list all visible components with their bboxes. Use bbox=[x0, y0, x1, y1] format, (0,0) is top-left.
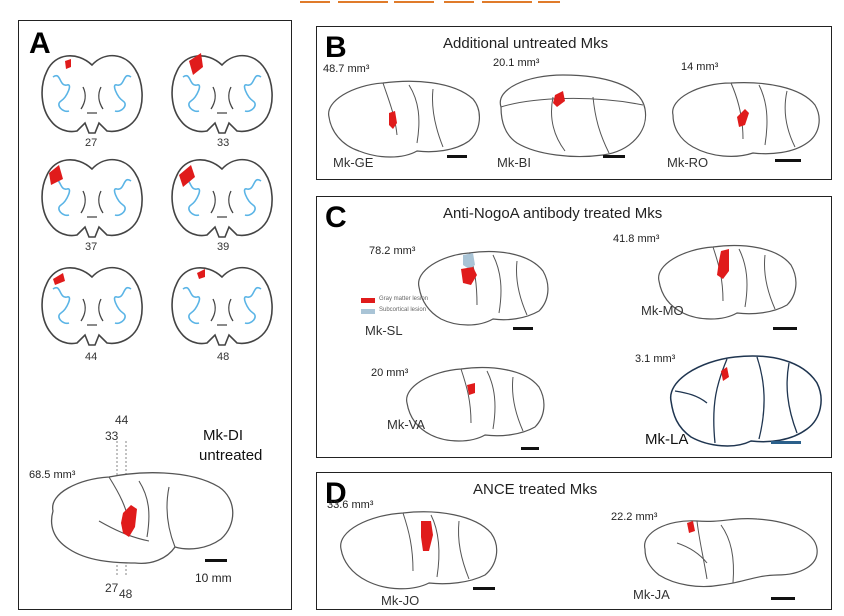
volume-mk-ge: 48.7 mm³ bbox=[323, 63, 370, 75]
name-mk-mo: Mk-MO bbox=[641, 303, 684, 318]
section-label-27: 27 bbox=[85, 137, 98, 149]
section-label-39: 39 bbox=[217, 241, 230, 253]
panel-a: A 27 33 37 39 44 bbox=[18, 20, 292, 610]
panel-d-title: ANCE treated Mks bbox=[473, 481, 598, 498]
legend-subcortical: Subcortical lesion bbox=[379, 307, 427, 313]
panel-d-label: D bbox=[325, 477, 347, 510]
scale-bar-a bbox=[205, 559, 227, 562]
name-mk-sl: Mk-SL bbox=[365, 323, 403, 338]
legend-swatch-subcortical bbox=[361, 309, 375, 314]
line-label-33: 33 bbox=[105, 429, 119, 443]
volume-mk-jo: 33.6 mm³ bbox=[327, 499, 374, 511]
name-mk-ge: Mk-GE bbox=[333, 155, 374, 170]
section-label-44: 44 bbox=[85, 351, 98, 363]
coronal-section-33 bbox=[171, 53, 273, 134]
panel-d: D ANCE treated Mks 33.6 mm³ Mk-JO 22.2 m… bbox=[316, 472, 832, 610]
panel-b-title: Additional untreated Mks bbox=[443, 35, 609, 52]
volume-mk-ro: 14 mm³ bbox=[681, 61, 719, 73]
lateral-brain-mk-di bbox=[50, 441, 234, 577]
scale-bar-mk-ge bbox=[447, 155, 467, 158]
legend-swatch-gray-matter bbox=[361, 298, 375, 303]
volume-mk-ja: 22.2 mm³ bbox=[611, 511, 658, 523]
line-label-27: 27 bbox=[105, 581, 119, 595]
scale-bar-mk-sl bbox=[513, 327, 533, 330]
section-label-37: 37 bbox=[85, 241, 98, 253]
coronal-section-39 bbox=[171, 158, 273, 238]
panel-c-title: Anti-NogoA antibody treated Mks bbox=[443, 205, 663, 222]
brain-mk-ro bbox=[672, 82, 820, 157]
volume-mk-mo: 41.8 mm³ bbox=[613, 233, 660, 245]
scale-bar-mk-ja bbox=[771, 597, 795, 600]
brain-mk-ja bbox=[644, 517, 818, 588]
brain-mk-mo bbox=[658, 245, 797, 320]
panel-c: C Anti-NogoA antibody treated Mks 78.2 m… bbox=[316, 196, 832, 458]
section-label-33: 33 bbox=[217, 137, 230, 149]
scale-bar-mk-la bbox=[771, 441, 801, 444]
scale-bar-mk-jo bbox=[473, 587, 495, 590]
name-mk-bi: Mk-BI bbox=[497, 155, 531, 170]
panel-a-label: A bbox=[29, 27, 51, 60]
name-mk-ro: Mk-RO bbox=[667, 155, 709, 170]
name-mk-jo: Mk-JO bbox=[381, 593, 420, 608]
name-mk-la: Mk-LA bbox=[645, 431, 689, 448]
scale-bar-mk-ro bbox=[775, 159, 801, 162]
coronal-section-37 bbox=[41, 158, 143, 238]
section-label-48: 48 bbox=[217, 351, 230, 363]
brain-mk-ge bbox=[328, 80, 480, 158]
monkey-status-untreated: untreated bbox=[199, 447, 263, 464]
volume-mk-di: 68.5 mm³ bbox=[29, 469, 76, 481]
monkey-name-mk-di: Mk-DI bbox=[203, 427, 243, 444]
line-label-44: 44 bbox=[115, 413, 129, 427]
scale-bar-mk-mo bbox=[773, 327, 797, 330]
name-mk-ja: Mk-JA bbox=[633, 587, 670, 602]
scale-bar-mk-va bbox=[521, 447, 539, 450]
coronal-section-48 bbox=[171, 266, 273, 346]
brain-mk-sl bbox=[418, 251, 549, 326]
legend-gray-matter: Gray matter lesion bbox=[379, 296, 429, 302]
scale-label-a: 10 mm bbox=[195, 571, 232, 585]
panel-b: B Additional untreated Mks 48.7 mm³ Mk-G… bbox=[316, 26, 832, 180]
brain-mk-bi bbox=[499, 74, 647, 158]
brain-mk-la bbox=[670, 355, 822, 447]
scale-bar-mk-bi bbox=[603, 155, 625, 158]
cropped-caption-strip bbox=[300, 1, 560, 3]
panel-c-label: C bbox=[325, 201, 347, 234]
name-mk-va: Mk-VA bbox=[387, 417, 426, 432]
brain-mk-va bbox=[406, 367, 545, 442]
volume-mk-sl: 78.2 mm³ bbox=[369, 245, 416, 257]
coronal-section-44 bbox=[41, 266, 143, 346]
volume-mk-va: 20 mm³ bbox=[371, 367, 409, 379]
panel-b-label: B bbox=[325, 31, 347, 64]
brain-mk-jo bbox=[340, 511, 498, 590]
volume-mk-bi: 20.1 mm³ bbox=[493, 57, 540, 69]
line-label-48: 48 bbox=[119, 587, 133, 601]
volume-mk-la: 3.1 mm³ bbox=[635, 353, 676, 365]
coronal-section-27 bbox=[41, 54, 143, 134]
